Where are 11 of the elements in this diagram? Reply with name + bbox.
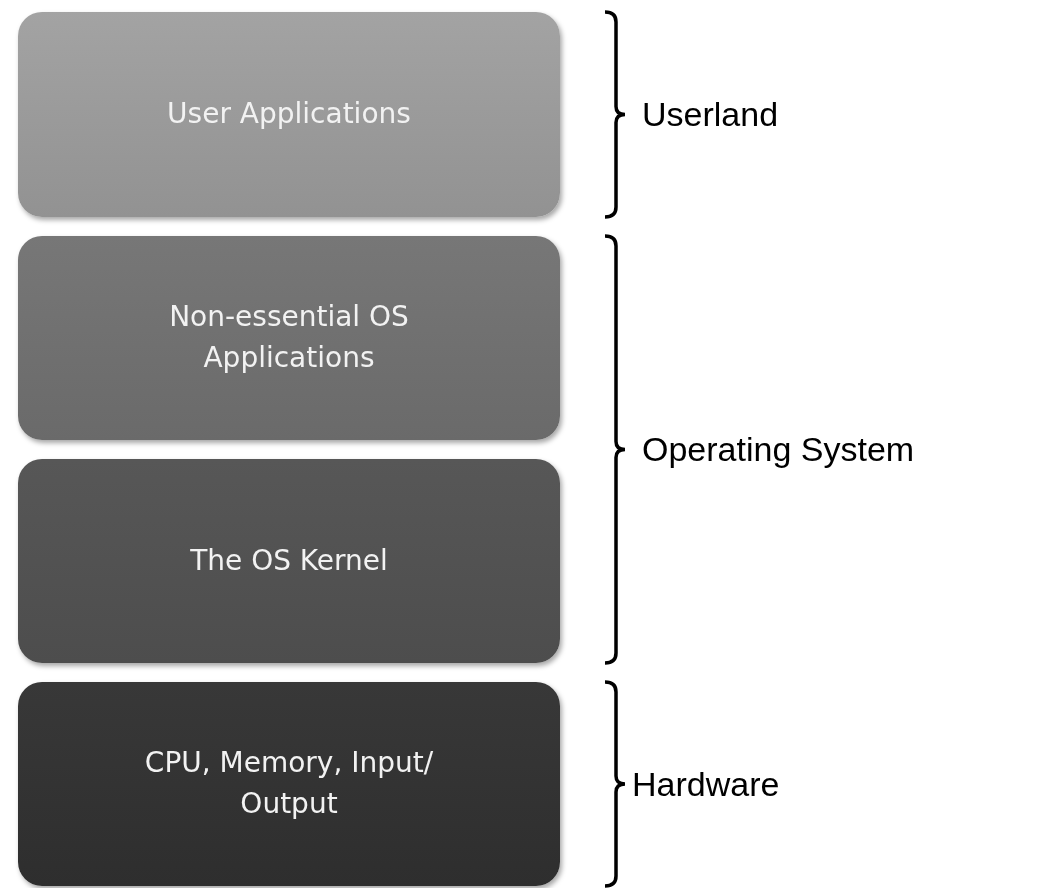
group-label: Userland: [642, 95, 779, 134]
layer-box: [18, 682, 560, 886]
layer-box: [18, 459, 560, 663]
group-label: Operating System: [642, 430, 915, 469]
layer-label: Non-essential OS Applications: [168, 299, 410, 376]
layer-label: The OS Kernel: [190, 542, 388, 579]
group-label: Hardware: [632, 764, 780, 804]
layer-label: User Applications: [167, 96, 411, 133]
layer-label: CPU, Memory, Input/ Output: [143, 745, 435, 822]
layer-box: [18, 236, 560, 440]
layer-box: [18, 12, 560, 217]
